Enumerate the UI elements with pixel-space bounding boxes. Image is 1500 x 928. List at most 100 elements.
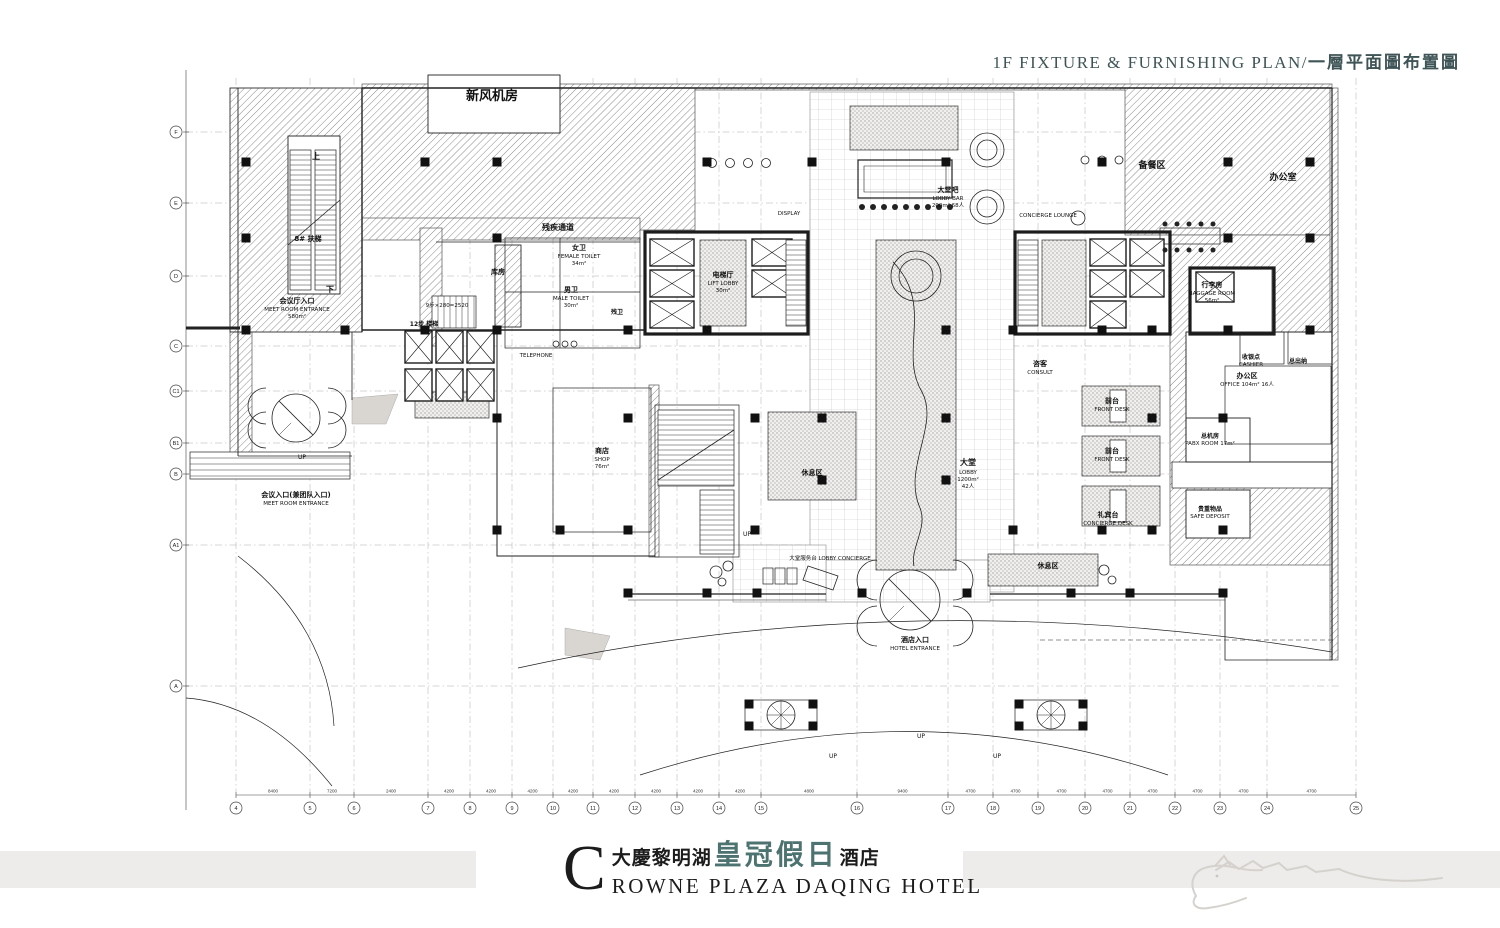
plan-label: LOBBY (959, 470, 977, 476)
grid-bubble-label: B (174, 472, 178, 478)
grid-dimension: 8400 (268, 789, 279, 794)
logo-cn-prefix: 大慶黎明湖 (611, 848, 712, 869)
plan-label: CONSULT (1027, 370, 1053, 376)
plan-label: 行李房 (1201, 280, 1223, 289)
plan-label: 会议入口(兼团队入口) (261, 490, 330, 499)
logo-initial: C (563, 832, 606, 903)
plan-label: 34m² (572, 260, 587, 267)
sheet-title: 1F FIXTURE & FURNISHING PLAN/一層平面圖布置圖 (992, 53, 1460, 72)
grid-dimension: 4700 (965, 789, 976, 794)
grid-bubble-label: 8 (468, 806, 471, 812)
plan-label: BAGGAGE ROOM (1189, 291, 1236, 297)
plan-label: 备餐区 (1137, 159, 1165, 171)
logo-en: ROWNE PLAZA DAQING HOTEL (611, 874, 983, 898)
grid-bubble-label: 16 (854, 806, 860, 812)
plan-label: 42人 (962, 483, 975, 490)
plan-label: 大堂服务台 LOBBY CONCIERGE (789, 554, 871, 562)
grid-dimension: 4800 (804, 789, 815, 794)
grid-bubble-label: 23 (1217, 806, 1223, 812)
plan-label: SHOP (594, 457, 610, 463)
plan-label: 新风机房 (466, 88, 518, 104)
plan-label: FEMALE TOILET (558, 254, 601, 260)
plan-label: LOBBY BAR (933, 196, 964, 202)
hotel-logo: C 大慶黎明湖 皇冠假日 酒店 ROWNE PLAZA DAQING HOTEL (563, 832, 980, 903)
plan-label: 前台 (1105, 446, 1119, 455)
plan-label: MEET ROOM ENTRANCE (263, 501, 329, 507)
grid-dimension: 4700 (1238, 789, 1249, 794)
plan-label: FRONT DESK (1094, 407, 1130, 413)
grid-bubble-label: 11 (590, 806, 596, 812)
plan-label: 下 (326, 285, 334, 294)
plan-label: 上 (312, 151, 320, 161)
logo-cn-brand: 皇冠假日 (713, 839, 838, 870)
plan-label: MALE TOILET (553, 296, 590, 302)
grid-bubble-label: 4 (234, 806, 237, 812)
grid-bubble-label: F (174, 130, 178, 136)
grid-dimension: 9400 (897, 789, 908, 794)
plan-label: CONCIERGE LOUNGE (1019, 213, 1077, 219)
grid-dimension: 4200 (735, 789, 746, 794)
grid-dimension: 4200 (486, 789, 497, 794)
plan-label: 会议厅入口 (280, 296, 315, 305)
plan-label: SAFE DEPOSIT (1190, 514, 1230, 520)
plan-label: 9步×280=2520 (426, 302, 469, 309)
plan-label: 1200m² (957, 476, 979, 483)
plan-label: 56m² (1205, 297, 1220, 304)
plan-label: 库房 (491, 267, 505, 276)
plan-label: 12步 楼梯 (410, 320, 438, 328)
grid-dimension: 7200 (327, 789, 338, 794)
plan-label: 大堂吧 (938, 185, 959, 194)
plan-label: 30m² (564, 302, 579, 309)
grid-dimension: 4700 (1192, 789, 1203, 794)
footer-bar-right (963, 851, 1500, 888)
plan-label: UP (829, 753, 837, 760)
grid-dimension: 4200 (444, 789, 455, 794)
plan-label: 商店 (595, 446, 609, 455)
grid-bubble-label: 25 (1353, 806, 1359, 812)
grid-bubble-label: 10 (550, 806, 556, 812)
grid-bubble-label: 12 (632, 806, 638, 812)
plan-label: 电梯厅 (713, 270, 734, 279)
grid-dimension: 4700 (1102, 789, 1113, 794)
sheet-title-cn: 一層平面圖布置圖 (1308, 53, 1460, 72)
plan-label: 30m² (716, 287, 731, 294)
plan-label: 收银点 (1242, 353, 1260, 361)
plan-label: 礼宾台 (1098, 510, 1119, 519)
grid-bubble-label: A1 (173, 543, 180, 549)
grid-bubble-label: 20 (1082, 806, 1088, 812)
logo-cn-suffix: 酒店 (839, 848, 880, 869)
plan-label: PABX ROOM 17m² (1185, 440, 1235, 447)
plan-label: 酒店入口 (901, 635, 929, 644)
plan-label: 咨客 (1033, 359, 1048, 368)
grid-bubble-label: D (174, 274, 178, 280)
grid-bubble-label: 5 (308, 806, 311, 812)
plan-label: FRONT DESK (1094, 457, 1130, 463)
plan-label: 580m² (288, 313, 306, 320)
plan-label: 8# 扶梯 (294, 234, 321, 243)
grid-dimension: 4200 (651, 789, 662, 794)
sheet-title-en: 1F FIXTURE & FURNISHING PLAN (992, 53, 1302, 72)
grid-bubble-label: B1 (173, 441, 180, 447)
plan-label: 残卫 (611, 308, 623, 316)
plan-label: 办公区 (1237, 371, 1258, 380)
grid-bubble-label: 17 (945, 806, 951, 812)
plan-label: 200m² 68人 (932, 202, 965, 209)
plan-label: DISPLAY (778, 211, 801, 217)
plan-label: OFFICE 104m² 16人 (1220, 381, 1274, 388)
grid-dimension: 4700 (1010, 789, 1021, 794)
grid-bubble-label: 6 (352, 806, 355, 812)
plan-label: UP (917, 733, 925, 740)
plan-label: 大堂 (960, 457, 976, 467)
grid-dimension: 4700 (1306, 789, 1317, 794)
plan-label: UP (298, 454, 306, 461)
plan-label: 男卫 (564, 286, 578, 294)
grid-bubble-label: A (174, 684, 178, 690)
grid-dimension: 4700 (1147, 789, 1158, 794)
grid-dimension: 4200 (609, 789, 620, 794)
grid-bubble-label: 22 (1172, 806, 1178, 812)
grid-dimension: 2400 (386, 789, 397, 794)
plan-label: UP (743, 531, 751, 538)
plan-label: 贵重物品 (1198, 505, 1222, 513)
grid-bubble-label: 7 (426, 806, 429, 812)
plan-label: 休息区 (801, 468, 823, 477)
